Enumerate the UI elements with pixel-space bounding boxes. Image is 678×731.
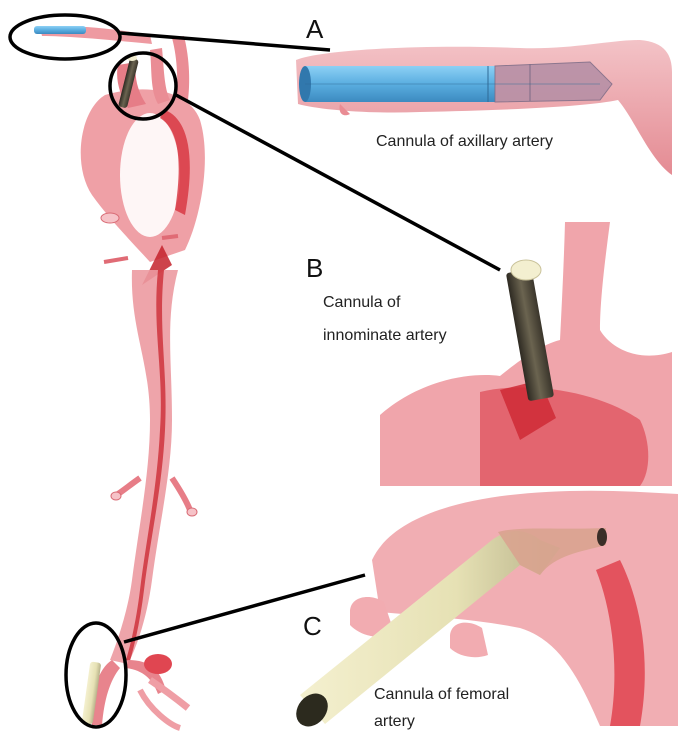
panel-c-branch-stub-2 — [450, 623, 488, 658]
panel-c-caption-line-2: artery — [374, 713, 415, 730]
panel-b-caption-line-2: innominate artery — [323, 327, 447, 344]
axillary-cannula-tip — [495, 62, 612, 102]
descending-aorta — [110, 270, 178, 664]
leader-line-a — [120, 33, 330, 50]
arch-branch-stub — [101, 213, 119, 223]
aorta-model — [34, 26, 205, 728]
panel-a: A Cannula of axillary artery — [296, 14, 672, 175]
panel-c: C Cannula of femoral artery — [290, 491, 678, 731]
panel-c-letter: C — [303, 611, 322, 641]
panel-b: B Cannula of innominate artery — [306, 222, 672, 486]
panel-b-letter: B — [306, 253, 323, 283]
panel-a-vessel — [296, 40, 672, 175]
innominate-cannula-end — [511, 260, 541, 280]
panel-a-caption: Cannula of axillary artery — [376, 133, 553, 150]
leader-line-c — [124, 575, 365, 642]
arch-lumen — [120, 113, 180, 237]
leader-line-b — [176, 95, 500, 270]
axillary-cannula-small — [34, 26, 86, 34]
panel-c-caption-line-1: Cannula of femoral — [374, 686, 509, 703]
panel-a-letter: A — [306, 14, 324, 44]
panel-b-caption-line-1: Cannula of — [323, 294, 401, 311]
